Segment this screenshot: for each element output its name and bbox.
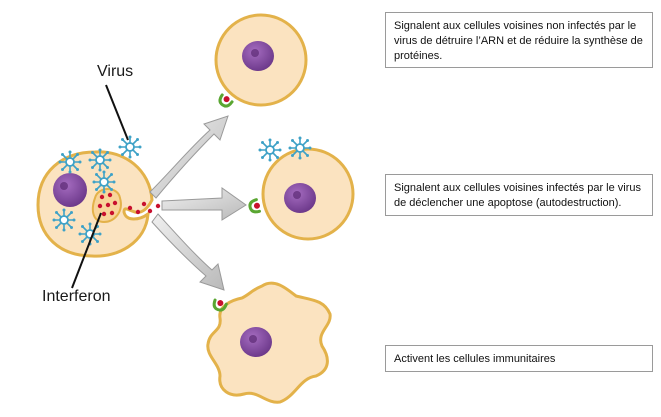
effect-box-immune-activation: Activent les cellules immunitaires — [385, 345, 653, 372]
receptor-icon — [210, 296, 229, 314]
nucleus — [284, 183, 316, 213]
infected-cell — [36, 147, 161, 258]
effect-box-apoptosis: Signalent aux cellules voisines infectés… — [385, 174, 653, 216]
interferon-label: Interferon — [42, 288, 111, 305]
immune-cell-bottom — [206, 281, 332, 404]
arrow-middle — [161, 187, 247, 221]
virus-icon — [257, 137, 283, 163]
arrow-up — [149, 115, 229, 199]
interferon-pointer-line — [71, 212, 102, 289]
virus-icon — [57, 149, 83, 175]
interferon-particles-inside — [97, 192, 118, 217]
virus-icon — [91, 169, 117, 195]
secreted-interferon — [127, 201, 161, 215]
arrow-down — [151, 213, 225, 291]
uninfected-cell-top — [214, 13, 308, 110]
nucleus — [242, 41, 274, 71]
virus-icon — [117, 134, 143, 160]
infected-cell-middle — [247, 147, 355, 241]
nucleus — [240, 327, 272, 357]
receptor-icon — [216, 91, 235, 110]
nucleus — [53, 173, 87, 207]
virus-pointer-line — [105, 84, 129, 141]
effect-box-antiviral-state: Signalent aux cellules voisines non infe… — [385, 12, 653, 68]
virus-icon — [287, 135, 313, 161]
virus-label: Virus — [97, 63, 134, 80]
virus-icon — [51, 207, 77, 233]
virus-icon — [87, 147, 113, 173]
receptor-icon — [247, 197, 263, 215]
